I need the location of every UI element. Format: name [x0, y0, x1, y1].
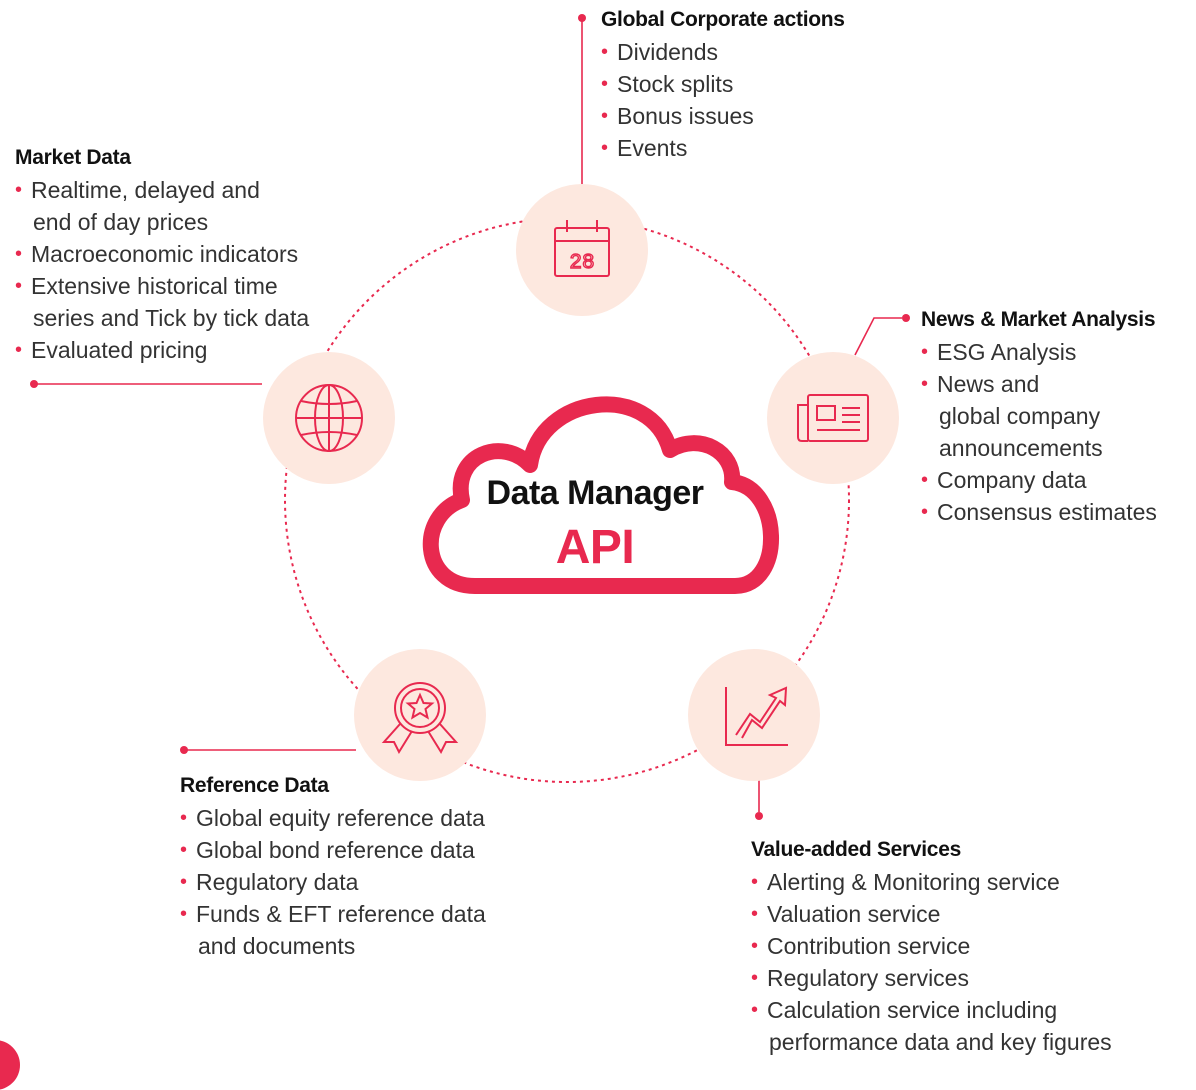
list-item: Consensus estimates	[921, 496, 1157, 528]
list-item: Alerting & Monitoring service	[751, 866, 1112, 898]
reference-data-title: Reference Data	[180, 774, 329, 797]
news-analysis-block: News & Market Analysis ESG Analysis News…	[921, 306, 1157, 528]
globe-icon	[295, 384, 363, 452]
news-analysis-title: News & Market Analysis	[921, 308, 1156, 331]
list-item: Extensive historical time series and Tic…	[15, 270, 309, 334]
node-reference	[354, 649, 486, 781]
list-item-line: Realtime, delayed and	[31, 177, 260, 203]
list-item-line: global company	[939, 403, 1101, 429]
center-title: Data Manager	[486, 474, 704, 512]
list-item: Calculation service including performanc…	[751, 994, 1112, 1058]
list-item-line: end of day prices	[33, 209, 209, 235]
list-item-line: performance data and key figures	[769, 1029, 1112, 1055]
list-item: Bonus issues	[601, 100, 845, 132]
list-item: Funds & EFT reference data and documents	[180, 898, 486, 962]
connector-news	[854, 314, 910, 356]
diagram-canvas: 28	[30, 14, 910, 820]
list-item: Valuation service	[751, 898, 1112, 930]
list-item-line: Calculation service including	[767, 997, 1058, 1023]
list-item: Regulatory data	[180, 866, 486, 898]
node-news	[767, 352, 899, 484]
value-added-block: Value-added Services Alerting & Monitori…	[751, 836, 1112, 1058]
list-item: Regulatory services	[751, 962, 1112, 994]
reference-data-block: Reference Data Global equity reference d…	[180, 772, 486, 962]
connector-market	[30, 380, 262, 388]
connector-value	[755, 775, 763, 820]
list-item: ESG Analysis	[921, 336, 1157, 368]
node-value	[688, 649, 820, 781]
list-item-line: Extensive historical time	[31, 273, 278, 299]
reference-data-list: Global equity reference data Global bond…	[180, 802, 486, 962]
orbit-ring	[284, 217, 850, 783]
list-item: Dividends	[601, 36, 845, 68]
value-added-list: Alerting & Monitoring service Valuation …	[751, 866, 1112, 1058]
calendar-icon: 28	[554, 220, 610, 277]
list-item-line: Funds & EFT reference data	[196, 901, 486, 927]
list-item: Evaluated pricing	[15, 334, 309, 366]
list-item-line: series and Tick by tick data	[33, 305, 310, 331]
news-analysis-list: ESG Analysis News and global company ann…	[921, 336, 1157, 528]
award-badge-icon	[381, 682, 459, 755]
corporate-actions-list: Dividends Stock splits Bonus issues Even…	[601, 36, 845, 164]
market-data-list: Realtime, delayed and end of day prices …	[15, 174, 309, 366]
market-data-title: Market Data	[15, 146, 131, 169]
list-item: Macroeconomic indicators	[15, 238, 309, 270]
newspaper-icon	[797, 394, 869, 442]
list-item: Company data	[921, 464, 1157, 496]
list-item: News and global company announcements	[921, 368, 1157, 464]
list-item: Realtime, delayed and end of day prices	[15, 174, 309, 238]
list-item: Global equity reference data	[180, 802, 486, 834]
node-corporate	[516, 184, 648, 316]
connector-corporate	[578, 14, 586, 188]
list-item-line: announcements	[939, 435, 1103, 461]
list-item: Contribution service	[751, 930, 1112, 962]
center-subtitle: API	[555, 521, 635, 574]
corporate-actions-title: Global Corporate actions	[601, 8, 845, 31]
list-item: Global bond reference data	[180, 834, 486, 866]
list-item-line: News and	[937, 371, 1040, 397]
list-item-line: and documents	[198, 933, 356, 959]
value-added-title: Value-added Services	[751, 838, 961, 861]
cloud-shape	[422, 396, 779, 594]
calendar-day-number: 28	[569, 252, 594, 275]
market-data-block: Market Data Realtime, delayed and end of…	[15, 144, 309, 366]
corporate-actions-block: Global Corporate actions Dividends Stock…	[601, 6, 845, 164]
list-item: Events	[601, 132, 845, 164]
list-item: Stock splits	[601, 68, 845, 100]
connector-reference	[180, 746, 356, 754]
growth-chart-icon	[725, 686, 788, 746]
